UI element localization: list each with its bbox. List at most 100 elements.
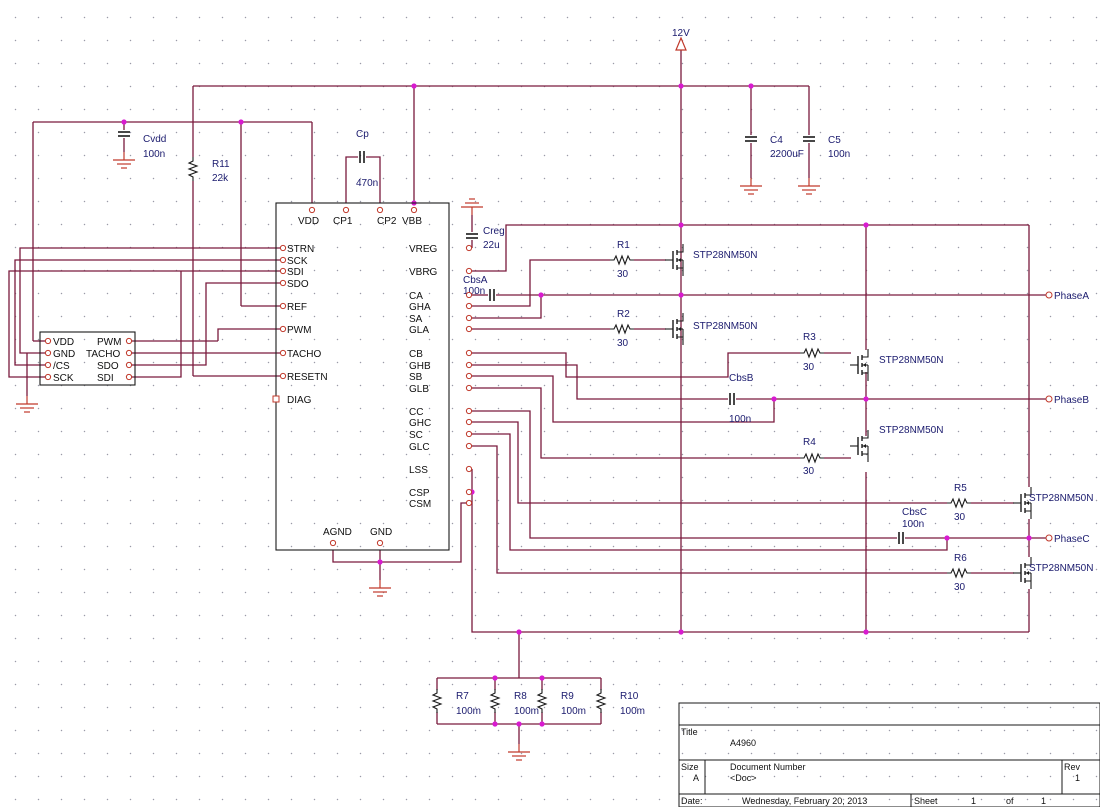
pin-vbb: VBB <box>402 216 422 227</box>
r8-value: 100m <box>514 706 539 717</box>
q6-part: STP28NM50N <box>1029 563 1093 574</box>
c4-value: 2200uF <box>770 149 804 160</box>
r9-ref: R9 <box>561 691 574 702</box>
ground-icon <box>797 177 821 195</box>
cbsa-value: 100n <box>463 286 485 297</box>
ground-icon <box>368 579 392 597</box>
hdr-tacho: TACHO <box>86 349 120 360</box>
ground-icon <box>739 177 763 195</box>
pin-gha: GHA <box>409 302 431 313</box>
pin-ghc: GHC <box>409 418 431 429</box>
c5-value: 100n <box>828 149 850 160</box>
ic-top-pins: VDD CP1 CP2 VBB <box>298 206 422 227</box>
r2-ref: R2 <box>617 309 630 320</box>
hdr-sdi: SDI <box>97 373 114 384</box>
title-block: Title A4960 Size A Document Number <Doc>… <box>678 702 1100 807</box>
cbsc-ref: CbsC <box>902 507 927 518</box>
cbsb-value: 100n <box>729 414 751 425</box>
r4-ref: R4 <box>803 437 816 448</box>
rev-value: 1 <box>1075 773 1080 783</box>
wires <box>8 50 1046 744</box>
ground-icon <box>507 743 531 761</box>
r1-value: 30 <box>617 269 629 280</box>
ic-left-pins: STRN SCK SDI SDO REF PWM TACHO RESETN DI… <box>272 244 328 406</box>
size-label: Size <box>681 762 699 772</box>
q5-part: STP28NM50N <box>1029 493 1093 504</box>
c4-ref: C4 <box>770 135 783 146</box>
pin-ghb: GHB <box>409 361 431 372</box>
r10-value: 100m <box>620 706 645 717</box>
r6-value: 30 <box>954 582 966 593</box>
pin-cp1: CP1 <box>333 216 353 227</box>
pin-gnd: GND <box>370 527 392 538</box>
resistors: R11 22k R1 30 R2 30 R3 30 R4 30 R5 30 R6… <box>188 156 972 717</box>
ground-icon <box>460 198 484 216</box>
cp-value: 470n <box>356 178 378 189</box>
pin-sb: SB <box>409 372 423 383</box>
pin-csp: CSP <box>409 488 430 499</box>
r7-ref: R7 <box>456 691 469 702</box>
ground-icon <box>15 395 39 413</box>
r3-value: 30 <box>803 362 815 373</box>
hdr-pwm: PWM <box>97 337 121 348</box>
r4-value: 30 <box>803 466 815 477</box>
pin-resetn: RESETN <box>287 372 328 383</box>
pin-sck: SCK <box>287 256 308 267</box>
of-value: 1 <box>1041 796 1046 806</box>
phase-a-label: PhaseA <box>1054 291 1089 302</box>
q1-part: STP28NM50N <box>693 250 757 261</box>
ground-icon <box>112 151 136 169</box>
pin-pwm: PWM <box>287 325 311 336</box>
q4-part: STP28NM50N <box>879 425 943 436</box>
pin-diag: DIAG <box>287 395 312 406</box>
creg-ref: Creg <box>483 226 505 237</box>
cvdd-ref: Cvdd <box>143 134 166 145</box>
pin-agnd: AGND <box>323 527 352 538</box>
pin-tacho: TACHO <box>287 349 321 360</box>
sheet-value: 1 <box>971 796 976 806</box>
pin-vreg: VREG <box>409 244 438 255</box>
r2-value: 30 <box>617 338 629 349</box>
phase-c-label: PhaseC <box>1054 534 1090 545</box>
cbsc-value: 100n <box>902 519 924 530</box>
pin-strn: STRN <box>287 244 314 255</box>
rev-label: Rev <box>1064 762 1081 772</box>
q3-part: STP28NM50N <box>879 355 943 366</box>
sheet-label: Sheet <box>914 796 938 806</box>
power-12v-symbol: 12V <box>672 28 690 51</box>
pin-sc: SC <box>409 430 423 441</box>
pin-gla: GLA <box>409 325 429 336</box>
cp-ref: Cp <box>356 129 369 140</box>
pin-sa: SA <box>409 314 423 325</box>
hdr-vdd: VDD <box>53 337 74 348</box>
pin-csm: CSM <box>409 499 431 510</box>
pin-vbrg: VBRG <box>409 267 438 278</box>
r10-ref: R10 <box>620 691 639 702</box>
r5-ref: R5 <box>954 483 967 494</box>
pin-ca: CA <box>409 291 423 302</box>
r9-value: 100m <box>561 706 586 717</box>
r5-value: 30 <box>954 512 966 523</box>
pin-cb: CB <box>409 349 423 360</box>
pin-vdd: VDD <box>298 216 319 227</box>
pin-sdo: SDO <box>287 279 309 290</box>
q2-part: STP28NM50N <box>693 321 757 332</box>
r11-value: 22k <box>212 173 229 184</box>
pin-sdi: SDI <box>287 267 304 278</box>
r3-ref: R3 <box>803 332 816 343</box>
a4960-ic: VDD CP1 CP2 VBB STRN SCK SDI SDO REF PWM… <box>272 202 473 551</box>
hdr-gnd: GND <box>53 349 75 360</box>
ic-bottom-pins: AGND GND <box>323 527 392 547</box>
docnum-label: Document Number <box>730 762 806 772</box>
pin-lss: LSS <box>409 465 428 476</box>
cvdd-value: 100n <box>143 149 165 160</box>
docnum-value: <Doc> <box>730 773 757 783</box>
r8-ref: R8 <box>514 691 527 702</box>
r1-ref: R1 <box>617 240 630 251</box>
hdr-cs: /CS <box>53 361 70 372</box>
hdr-sdo: SDO <box>97 361 119 372</box>
capacitors: Cvdd 100n Cp 470n Creg 22u C4 2200uF C5 … <box>117 129 927 545</box>
phase-outputs: PhaseA PhaseB PhaseC <box>1045 291 1090 545</box>
